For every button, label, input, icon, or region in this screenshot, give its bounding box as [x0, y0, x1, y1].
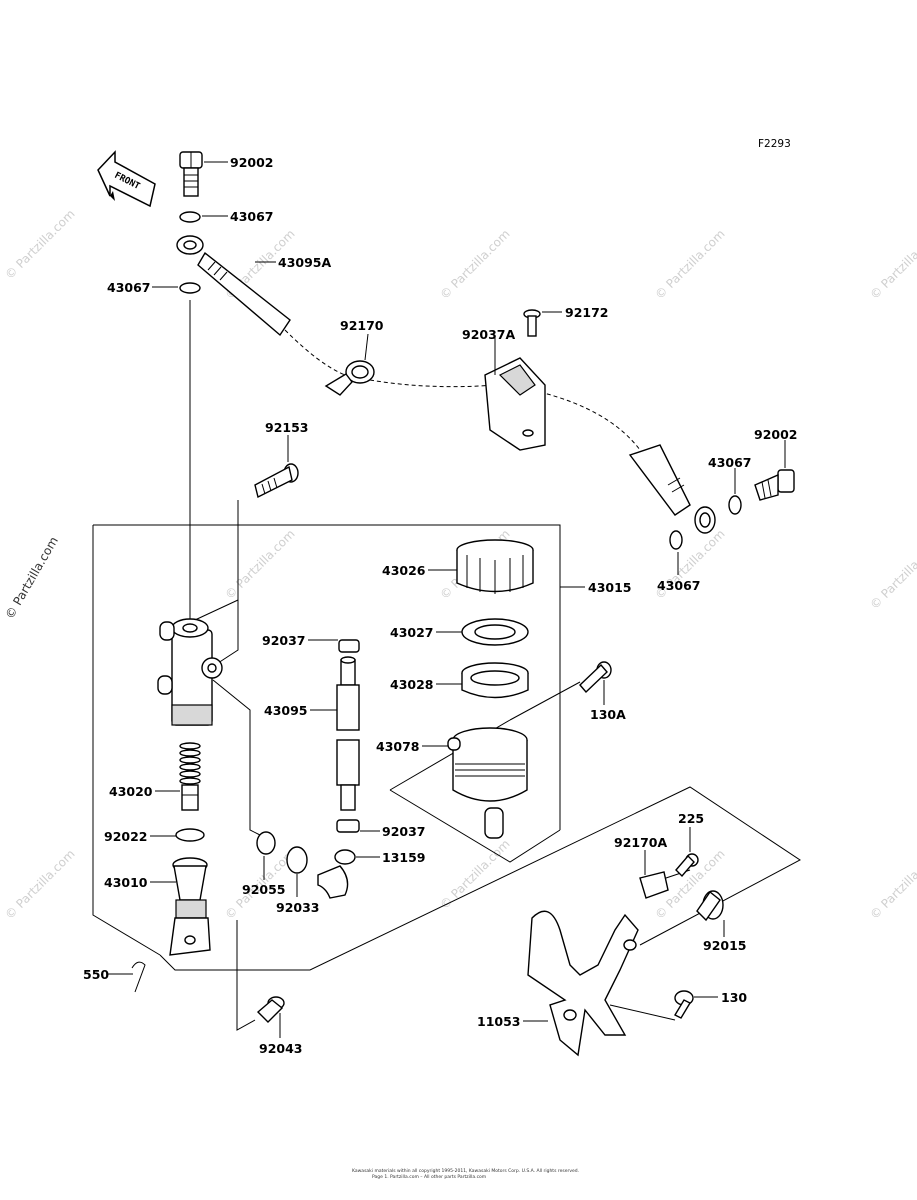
footer-copyright: Kawasaki materials within all copyright … — [352, 1168, 579, 1174]
label-92172[interactable]: 92172 — [565, 305, 609, 320]
cap-43026 — [456, 539, 534, 594]
diagram-code: F2293 — [758, 138, 791, 150]
label-550[interactable]: 550 — [83, 967, 109, 982]
label-92033[interactable]: 92033 — [276, 900, 320, 915]
clamp-92170A — [639, 871, 669, 899]
spring-43020 — [179, 742, 201, 811]
watermark: © Partzilla.com — [437, 837, 512, 912]
label-92002[interactable]: 92002 — [754, 427, 798, 442]
reservoir-43078 — [447, 727, 528, 839]
watermark: © Partzilla.com — [652, 227, 727, 302]
label-130[interactable]: 130 — [721, 990, 747, 1005]
label-92055[interactable]: 92055 — [242, 882, 286, 897]
label-43020[interactable]: 43020 — [109, 784, 153, 799]
clamp-92170 — [324, 360, 375, 396]
label-92170[interactable]: 92170 — [340, 318, 384, 333]
label-43067[interactable]: 43067 — [657, 578, 701, 593]
label-92015[interactable]: 92015 — [703, 938, 747, 953]
circlip-92033 — [286, 846, 308, 874]
label-92043[interactable]: 92043 — [259, 1041, 303, 1056]
label-92002[interactable]: 92002 — [230, 155, 274, 170]
pin-92043 — [256, 996, 285, 1023]
diaphragm-43028 — [461, 662, 529, 699]
circlip-92022 — [175, 828, 205, 842]
label-225[interactable]: 225 — [678, 811, 704, 826]
oring-92055 — [256, 831, 276, 855]
bolt-225 — [675, 853, 699, 878]
front-arrow-icon: FRONT — [97, 150, 156, 208]
watermark: © Partzilla.com — [867, 227, 917, 302]
screw-92172 — [523, 309, 541, 337]
part-labels: 92002 43067 43067 43095A 92170 92172 920… — [83, 155, 798, 1056]
bracket-11053 — [527, 910, 639, 1057]
label-43067[interactable]: 43067 — [708, 455, 752, 470]
label-43078[interactable]: 43078 — [376, 739, 420, 754]
bolt-92002-right — [754, 469, 795, 501]
label-92022[interactable]: 92022 — [104, 829, 148, 844]
plate-43027 — [461, 618, 529, 646]
bracket-92037A — [484, 357, 546, 451]
bolt-130 — [674, 990, 694, 1019]
label-43028[interactable]: 43028 — [390, 677, 434, 692]
label-92037[interactable]: 92037 — [262, 633, 306, 648]
label-43067[interactable]: 43067 — [107, 280, 151, 295]
watermark: © Partzilla.com — [867, 847, 917, 922]
hose-43095A — [176, 235, 291, 337]
label-43010[interactable]: 43010 — [104, 875, 148, 890]
label-43067[interactable]: 43067 — [230, 209, 274, 224]
hose-43095 — [336, 639, 360, 833]
washer-43067-right-low — [669, 530, 683, 550]
leader-lines — [92, 300, 801, 1031]
label-92170A[interactable]: 92170A — [614, 835, 667, 850]
label-92153[interactable]: 92153 — [265, 420, 309, 435]
collar-92015 — [696, 890, 724, 922]
label-13159[interactable]: 13159 — [382, 850, 426, 865]
label-92037[interactable]: 92037 — [382, 824, 426, 839]
label-43095[interactable]: 43095 — [264, 703, 308, 718]
cotter-pin-550 — [131, 961, 146, 993]
label-43015[interactable]: 43015 — [588, 580, 632, 595]
pushrod-43010 — [169, 857, 211, 956]
bolt-130A — [579, 661, 612, 694]
fitting-13159 — [317, 849, 356, 899]
washer-43067-top — [179, 211, 201, 223]
bolt-92002-top — [179, 151, 203, 197]
master-cylinder-body — [157, 618, 223, 726]
watermark: © Partzilla.com — [2, 847, 77, 922]
label-43026[interactable]: 43026 — [382, 563, 426, 578]
label-43027[interactable]: 43027 — [390, 625, 434, 640]
watermark-dark: © Partzilla.com — [2, 534, 60, 621]
washer-43067-right — [728, 495, 742, 515]
watermark: © Partzilla.com — [2, 207, 77, 282]
footer-copyright-line2: Page 1. Partzilla.com – All other parts … — [372, 1174, 486, 1180]
label-130A[interactable]: 130A — [590, 707, 626, 722]
watermark: © Partzilla.com — [437, 227, 512, 302]
label-43095A[interactable]: 43095A — [278, 255, 331, 270]
watermark: © Partzilla.com — [867, 537, 917, 612]
label-11053[interactable]: 11053 — [477, 1014, 521, 1029]
label-92037A[interactable]: 92037A — [462, 327, 515, 342]
watermark: © Partzilla.com — [222, 527, 297, 602]
hose-end-right — [628, 444, 716, 534]
bolt-92153 — [254, 463, 299, 499]
washer-43067-left — [179, 282, 201, 294]
